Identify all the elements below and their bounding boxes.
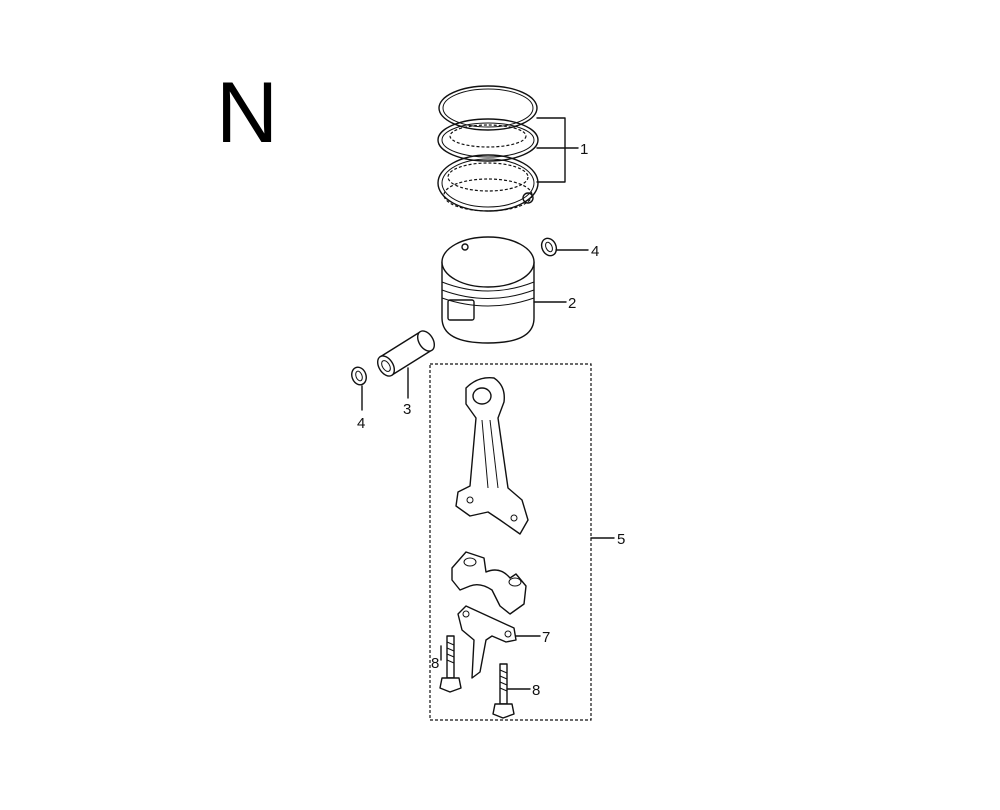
pin-clip-right: [540, 237, 558, 257]
pin-clip-left: [351, 366, 367, 386]
callout-3: 3: [403, 401, 411, 418]
callout-7: 7: [542, 629, 550, 646]
oil-dipper: [457, 605, 517, 679]
piston-rings: [437, 85, 539, 212]
callout-1: 1: [580, 141, 588, 158]
connecting-rod-assembly-box: [429, 363, 592, 721]
callout-5: 5: [617, 531, 625, 548]
rod-bolt-right: [492, 663, 515, 719]
callout-8-left: 8: [431, 655, 439, 672]
section-letter: N: [216, 65, 279, 161]
rod-cap: [451, 551, 527, 615]
piston: [441, 236, 535, 344]
piston-pin: [376, 330, 436, 377]
callout-1-leader: [536, 117, 579, 183]
callout-4-left: 4: [357, 415, 365, 432]
connecting-rod: [455, 377, 529, 535]
callout-2: 2: [568, 295, 576, 312]
rod-bolt-left: [439, 635, 462, 693]
callout-8-right: 8: [532, 682, 540, 699]
callout-4-right: 4: [591, 243, 599, 260]
